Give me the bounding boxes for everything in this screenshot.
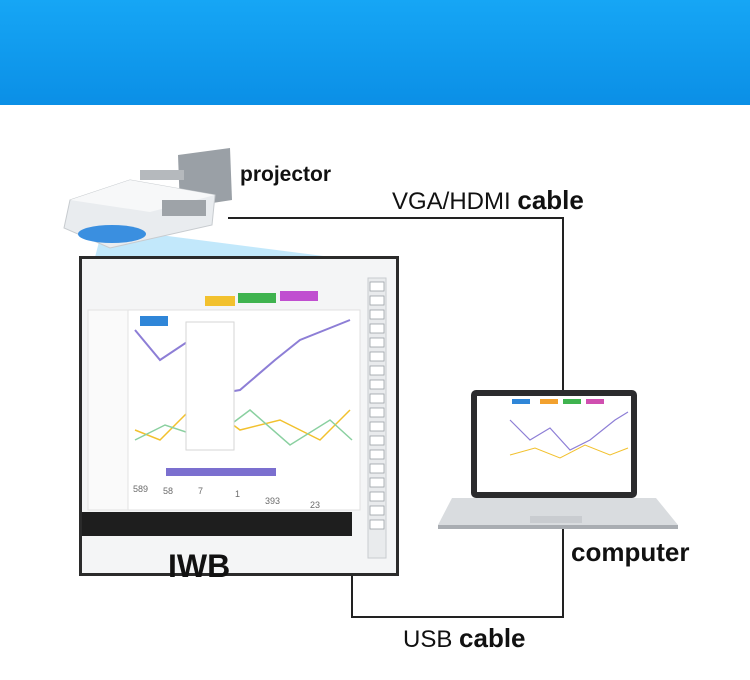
iwb-chart-line-yellow xyxy=(134,399,351,441)
projector-lens-icon xyxy=(78,225,146,243)
iwb-toolbar-buttons xyxy=(369,281,385,530)
vga-hdmi-cable-label: VGA/HDMI cable xyxy=(392,185,584,216)
iwb-stat-3: 7 xyxy=(198,486,203,496)
header-banner xyxy=(0,0,750,105)
usb-label-suffix: cable xyxy=(459,623,526,653)
laptop-tab-pink xyxy=(586,399,604,404)
iwb-chart-line-green xyxy=(134,409,353,446)
laptop-chart-line-2 xyxy=(509,444,629,459)
iwb-left-sidebar xyxy=(87,309,129,511)
iwb-bottom-bar xyxy=(82,512,352,536)
vga-hdmi-cable xyxy=(228,217,564,398)
projector-mount-arm xyxy=(140,170,184,180)
interactive-whiteboard: 589 58 7 1 393 23 xyxy=(79,256,399,576)
computer-label: computer xyxy=(571,537,690,567)
iwb-progress-bar xyxy=(166,468,276,476)
projector-vent-grille xyxy=(162,200,206,216)
usb-cable xyxy=(351,525,564,618)
usb-cable-label: USB cable xyxy=(403,623,526,654)
iwb-label: IWB xyxy=(168,548,231,584)
iwb-stat-2: 58 xyxy=(163,486,173,496)
iwb-tab-blue xyxy=(140,316,168,326)
projector-label: projector xyxy=(240,163,332,186)
iwb-dropdown-panel xyxy=(185,321,235,451)
iwb-stat-4: 1 xyxy=(235,489,240,499)
laptop-tab-orange xyxy=(540,399,558,404)
iwb-stat-6: 23 xyxy=(310,500,320,510)
iwb-stat-5: 393 xyxy=(265,496,280,506)
usb-label-prefix: USB xyxy=(403,626,453,653)
vga-hdmi-label-prefix: VGA/HDMI xyxy=(392,188,511,215)
laptop-base-edge xyxy=(438,525,678,529)
laptop-trackpad xyxy=(530,516,582,523)
laptop-chart-line xyxy=(509,411,629,451)
iwb-stat-values: 589 58 7 1 393 23 xyxy=(133,484,320,510)
iwb-tab-yellow xyxy=(205,296,235,306)
laptop-base xyxy=(438,498,678,525)
laptop-tab-blue xyxy=(512,399,530,404)
iwb-tab-green xyxy=(238,293,276,303)
vga-hdmi-label-suffix: cable xyxy=(517,185,584,215)
projector xyxy=(63,148,232,249)
laptop-computer xyxy=(438,390,678,529)
iwb-tab-purple xyxy=(280,291,318,301)
iwb-stat-1: 589 xyxy=(133,484,148,494)
laptop-tab-green xyxy=(563,399,581,404)
iwb-right-toolbar xyxy=(367,277,387,559)
laptop-display xyxy=(477,396,631,492)
